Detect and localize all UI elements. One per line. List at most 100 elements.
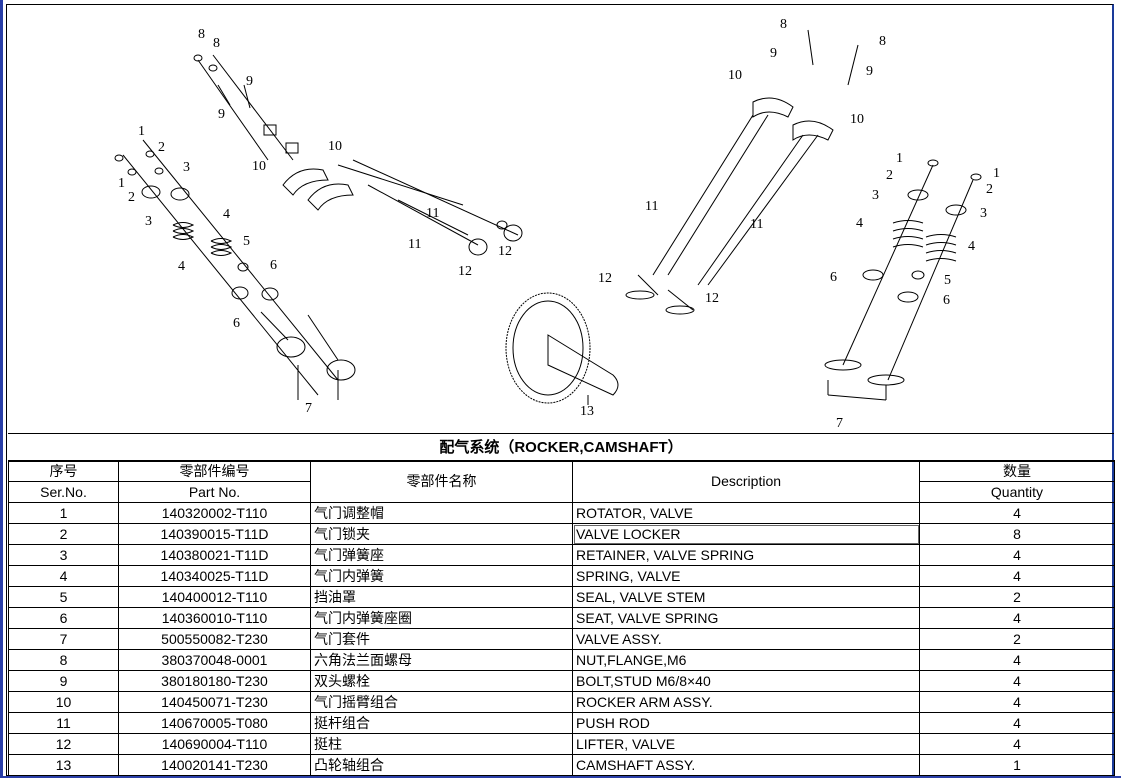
cell-ser-no[interactable]: 12 <box>8 733 119 755</box>
cell-part-no[interactable]: 140400012-T110 <box>118 586 311 608</box>
svg-text:3: 3 <box>872 188 879 203</box>
svg-text:2: 2 <box>886 168 893 183</box>
cell-part-no[interactable]: 140390015-T11D <box>118 523 311 545</box>
cell-description[interactable]: ROTATOR, VALVE <box>572 502 920 524</box>
svg-text:11: 11 <box>645 199 658 214</box>
cell-part-name[interactable]: 气门锁夹 <box>310 523 573 545</box>
cell-ser-no[interactable]: 4 <box>8 565 119 587</box>
cell-description[interactable]: ROCKER ARM ASSY. <box>572 691 920 713</box>
cell-part-no[interactable]: 500550082-T230 <box>118 628 311 650</box>
cell-ser-no[interactable]: 5 <box>8 586 119 608</box>
parts-table: 序号 零部件编号 零部件名称 Description 数量 Ser.No. Pa… <box>8 460 1115 776</box>
svg-text:2: 2 <box>986 182 993 197</box>
cell-part-no[interactable]: 140020141-T230 <box>118 754 311 776</box>
cell-description[interactable]: SEAL, VALVE STEM <box>572 586 920 608</box>
cell-quantity[interactable]: 1 <box>919 754 1115 776</box>
cell-part-name[interactable]: 气门内弹簧 <box>310 565 573 587</box>
cell-ser-no[interactable]: 1 <box>8 502 119 524</box>
svg-text:8: 8 <box>213 36 220 51</box>
cell-part-name[interactable]: 气门内弹簧座圈 <box>310 607 573 629</box>
svg-text:4: 4 <box>178 259 185 274</box>
window-bottom-border <box>0 776 1121 783</box>
cell-quantity[interactable]: 8 <box>919 523 1115 545</box>
cell-description[interactable]: CAMSHAFT ASSY. <box>572 754 920 776</box>
cell-quantity[interactable]: 4 <box>919 607 1115 629</box>
svg-text:4: 4 <box>223 207 230 222</box>
cell-quantity[interactable]: 4 <box>919 691 1115 713</box>
cell-part-no[interactable]: 140450071-T230 <box>118 691 311 713</box>
header-part-cn: 零部件编号 <box>118 460 311 482</box>
svg-text:9: 9 <box>770 46 777 61</box>
svg-text:11: 11 <box>408 237 421 252</box>
header-description: Description <box>572 460 920 503</box>
cell-description[interactable]: SPRING, VALVE <box>572 565 920 587</box>
cell-part-no[interactable]: 140340025-T11D <box>118 565 311 587</box>
cell-part-name[interactable]: 六角法兰面螺母 <box>310 649 573 671</box>
svg-text:2: 2 <box>128 190 135 205</box>
cell-quantity[interactable]: 4 <box>919 544 1115 566</box>
cell-part-no[interactable]: 140320002-T110 <box>118 502 311 524</box>
cell-part-no[interactable]: 380370048-0001 <box>118 649 311 671</box>
header-name-cn: 零部件名称 <box>310 460 573 503</box>
cell-part-no[interactable]: 140670005-T080 <box>118 712 311 734</box>
header-row-cn: 序号 零部件编号 零部件名称 Description 数量 <box>8 460 1115 503</box>
cell-part-name[interactable]: 气门摇臂组合 <box>310 691 573 713</box>
cell-part-no[interactable]: 140690004-T110 <box>118 733 311 755</box>
cell-quantity[interactable]: 2 <box>919 586 1115 608</box>
cell-ser-no[interactable]: 3 <box>8 544 119 566</box>
cell-part-no[interactable]: 380180180-T230 <box>118 670 311 692</box>
svg-text:3: 3 <box>145 214 152 229</box>
cell-quantity[interactable]: 4 <box>919 670 1115 692</box>
cell-description[interactable]: VALVE LOCKER <box>572 523 920 545</box>
cell-ser-no[interactable]: 9 <box>8 670 119 692</box>
cell-part-name[interactable]: 挡油罩 <box>310 586 573 608</box>
svg-text:4: 4 <box>856 216 863 231</box>
svg-text:11: 11 <box>426 206 439 221</box>
cell-ser-no[interactable]: 6 <box>8 607 119 629</box>
cell-ser-no[interactable]: 10 <box>8 691 119 713</box>
cell-quantity[interactable]: 4 <box>919 649 1115 671</box>
cell-quantity[interactable]: 4 <box>919 712 1115 734</box>
cell-part-name[interactable]: 凸轮轴组合 <box>310 754 573 776</box>
svg-text:12: 12 <box>458 264 472 279</box>
cell-quantity[interactable]: 4 <box>919 565 1115 587</box>
cell-part-name[interactable]: 双头螺栓 <box>310 670 573 692</box>
cell-part-name[interactable]: 挺柱 <box>310 733 573 755</box>
cell-quantity[interactable]: 4 <box>919 733 1115 755</box>
svg-text:10: 10 <box>850 112 864 127</box>
cell-part-name[interactable]: 气门弹簧座 <box>310 544 573 566</box>
svg-text:10: 10 <box>728 68 742 83</box>
svg-text:10: 10 <box>252 159 266 174</box>
cell-part-name[interactable]: 挺杆组合 <box>310 712 573 734</box>
cell-part-no[interactable]: 140380021-T11D <box>118 544 311 566</box>
cell-part-name[interactable]: 气门调整帽 <box>310 502 573 524</box>
cell-description[interactable]: PUSH ROD <box>572 712 920 734</box>
svg-text:6: 6 <box>830 270 837 285</box>
cell-description[interactable]: SEAT, VALVE SPRING <box>572 607 920 629</box>
cell-quantity[interactable]: 4 <box>919 502 1115 524</box>
svg-text:12: 12 <box>598 271 612 286</box>
cell-ser-no[interactable]: 2 <box>8 523 119 545</box>
cell-ser-no[interactable]: 7 <box>8 628 119 650</box>
cell-description[interactable]: NUT,FLANGE,M6 <box>572 649 920 671</box>
cell-ser-no[interactable]: 8 <box>8 649 119 671</box>
svg-text:6: 6 <box>270 258 277 273</box>
cell-description[interactable]: BOLT,STUD M6/8×40 <box>572 670 920 692</box>
svg-text:1: 1 <box>896 151 903 166</box>
cell-ser-no[interactable]: 13 <box>8 754 119 776</box>
cell-part-name[interactable]: 气门套件 <box>310 628 573 650</box>
cell-description[interactable]: VALVE ASSY. <box>572 628 920 650</box>
cell-quantity[interactable]: 2 <box>919 628 1115 650</box>
cell-part-no[interactable]: 140360010-T110 <box>118 607 311 629</box>
cell-ser-no[interactable]: 11 <box>8 712 119 734</box>
left-rocker-group <box>193 54 523 256</box>
header-qty-en: Quantity <box>919 481 1115 503</box>
cell-description[interactable]: LIFTER, VALVE <box>572 733 920 755</box>
svg-text:2: 2 <box>158 140 165 155</box>
cell-description[interactable]: RETAINER, VALVE SPRING <box>572 544 920 566</box>
